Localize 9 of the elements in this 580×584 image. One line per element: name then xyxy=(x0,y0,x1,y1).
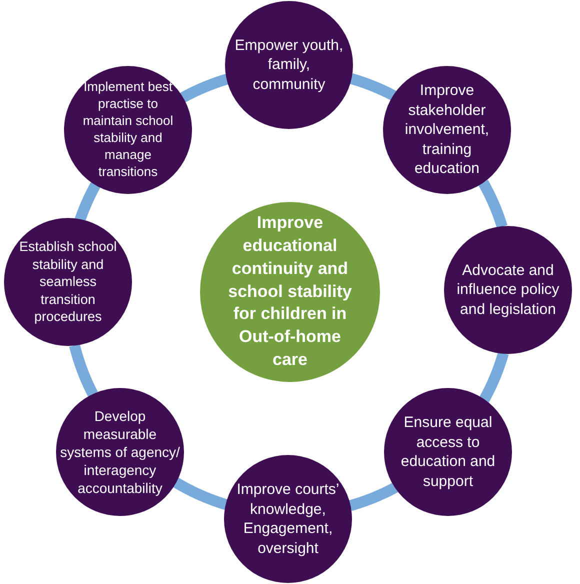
goal-text: Improve educational continuity and school stability for children in Out-of-home care xyxy=(227,212,353,372)
strategy-text: Establish school stability and seamless transition procedures xyxy=(18,238,118,326)
strategy-text: Implement best practise to maintain school stability and manage transitions xyxy=(82,79,174,181)
strategy-text: Ensure equal access to education and support xyxy=(400,413,496,491)
strategy-text: Improve courts’ knowledge, Engagement, oversight xyxy=(236,480,340,558)
strategy-text: Improve stakeholder involvement, training education xyxy=(404,81,490,179)
strategy-text: Develop measurable systems of agency/ interagency accountability xyxy=(59,406,181,498)
strategy-text: Empower youth, family, community xyxy=(234,36,344,94)
strategy-text: Advocate and influence policy and legislation xyxy=(456,260,560,320)
